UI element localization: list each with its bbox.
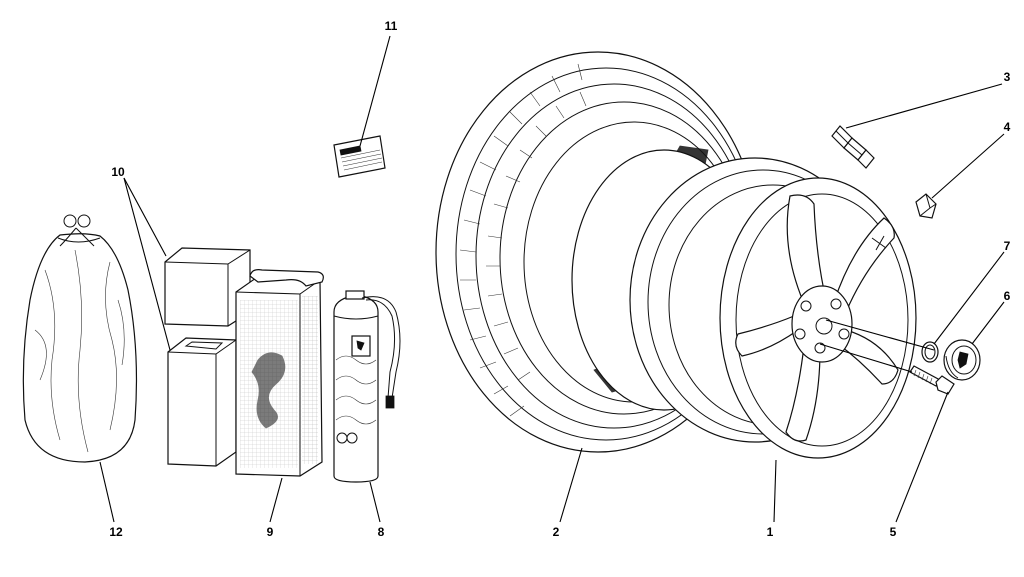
callout-9: 9 — [267, 525, 274, 539]
callout-1: 1 — [767, 525, 774, 539]
wheel-cover-bag — [22, 214, 138, 463]
callout-7: 7 — [1004, 239, 1011, 253]
callout-3: 3 — [1004, 70, 1011, 84]
tyre-repair-spray — [333, 290, 401, 483]
fuel-can — [235, 269, 324, 477]
callout-11: 11 — [385, 19, 398, 33]
callout-labels: 1 2 3 4 5 6 7 8 9 10 11 12 — [109, 19, 1010, 539]
callout-5: 5 — [890, 525, 897, 539]
leader-lines — [99, 35, 1005, 523]
callout-2: 2 — [553, 525, 560, 539]
alloy-wheel-rim — [629, 157, 917, 459]
wheel-bolt — [909, 365, 955, 395]
callout-6: 6 — [1004, 289, 1011, 303]
callout-10: 10 — [111, 165, 125, 179]
tyre-valve — [831, 125, 875, 169]
info-label-card — [333, 135, 386, 178]
valve-cap — [915, 193, 937, 219]
storage-boxes — [164, 247, 251, 467]
centre-hub-cap — [943, 339, 981, 381]
callout-4: 4 — [1004, 120, 1011, 134]
callout-12: 12 — [109, 525, 123, 539]
o-ring — [921, 341, 939, 363]
callout-8: 8 — [378, 525, 385, 539]
